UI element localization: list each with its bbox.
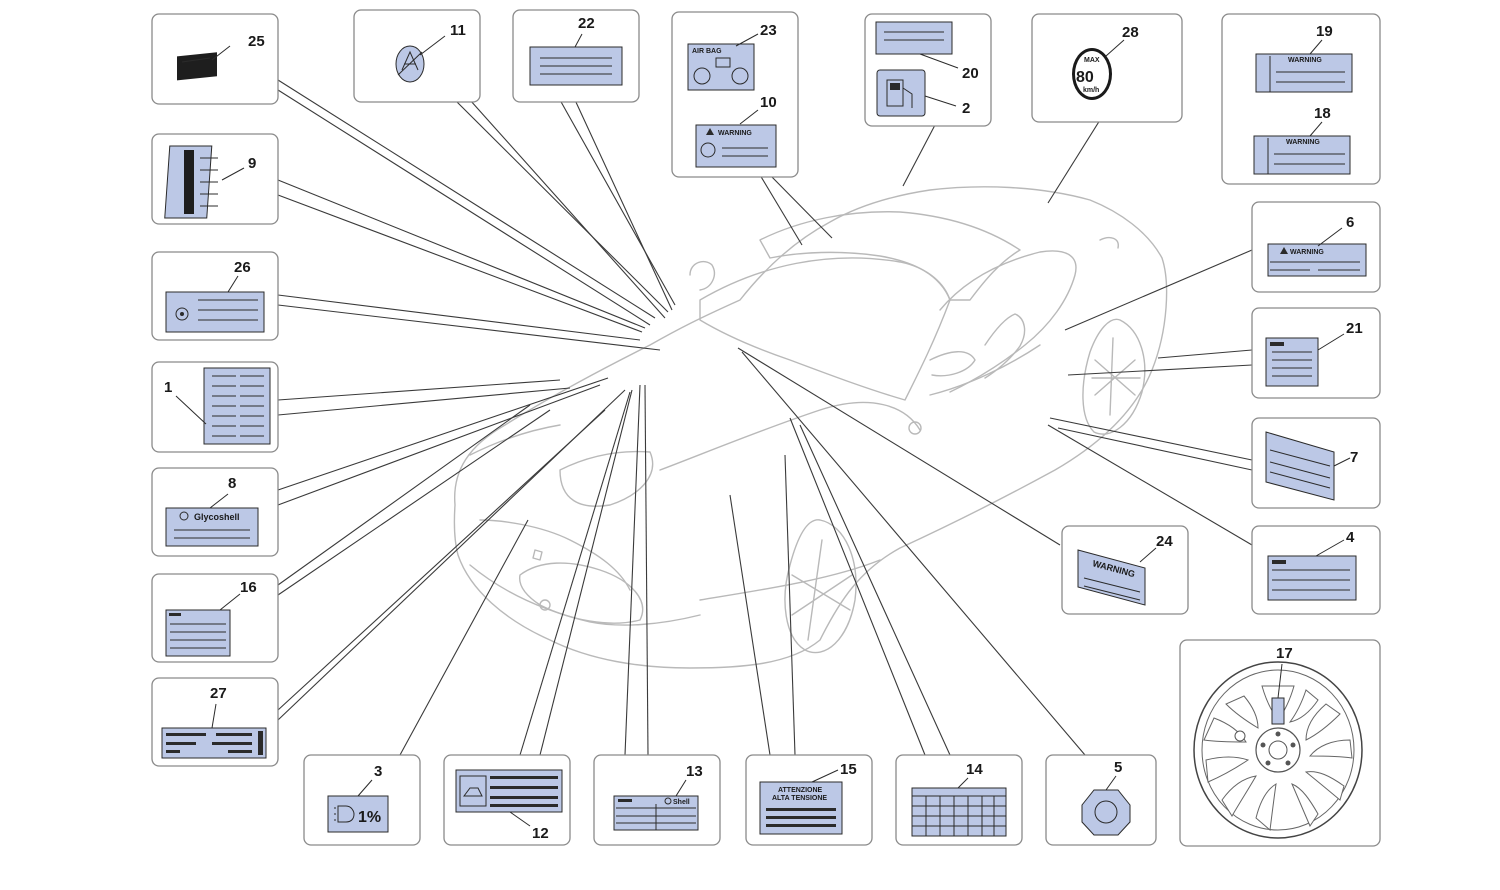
callout-number: 27 (210, 685, 227, 702)
callout-27[interactable]: 27 (151, 677, 279, 767)
callout-25[interactable]: 25 (151, 13, 279, 105)
svg-text:WARNING: WARNING (1290, 249, 1324, 256)
svg-text:ALTA TENSIONE: ALTA TENSIONE (772, 795, 827, 802)
callout-number: 8 (228, 475, 236, 492)
svg-text:WARNING: WARNING (1286, 139, 1320, 146)
callout-number: 1 (164, 379, 172, 396)
callout-15[interactable]: ATTENZIONE ALTA TENSIONE 15 (745, 754, 873, 846)
callout-number: 5 (1114, 759, 1122, 776)
svg-text:Glycoshell: Glycoshell (194, 512, 240, 522)
car-outline (453, 186, 1168, 669)
callout-number: 2 (962, 100, 970, 117)
svg-text:80: 80 (1076, 69, 1094, 86)
callout-11[interactable]: 11 (353, 9, 481, 103)
callout-number: 25 (248, 33, 265, 50)
svg-text:Shell: Shell (673, 799, 690, 806)
svg-text:AIR BAG: AIR BAG (692, 48, 722, 55)
callout-number: 14 (966, 761, 983, 778)
callout-number: 6 (1346, 214, 1354, 231)
callout-number: 10 (760, 94, 777, 111)
callout-number: 11 (450, 22, 466, 39)
callout-17[interactable]: 17 (1179, 639, 1381, 847)
callout-number: 22 (578, 15, 595, 32)
label-20: 20 (875, 21, 979, 82)
leader-lines (277, 79, 1253, 756)
label-2: 2 (876, 69, 970, 117)
callout-number: 15 (840, 761, 857, 778)
svg-text:ATTENZIONE: ATTENZIONE (778, 787, 823, 794)
callout-21[interactable]: 21 (1251, 307, 1381, 399)
svg-text:1%: 1% (358, 809, 381, 826)
callout-12[interactable]: 12 (443, 754, 571, 846)
svg-text:WARNING: WARNING (718, 130, 752, 137)
callout-22[interactable]: 22 (512, 9, 640, 103)
callout-4[interactable]: 4 (1251, 525, 1381, 615)
callout-number: 20 (962, 65, 979, 82)
callout-number: 19 (1316, 23, 1333, 40)
callout-5[interactable]: 5 (1045, 754, 1157, 846)
callout-7[interactable]: 7 (1251, 417, 1381, 509)
svg-text:MAX: MAX (1084, 57, 1100, 64)
callout-28[interactable]: MAX 80 km/h 28 (1031, 13, 1183, 123)
callout-number: 12 (532, 825, 549, 842)
callout-number: 17 (1276, 645, 1293, 662)
callout-number: 3 (374, 763, 382, 780)
callout-9[interactable]: 9 (151, 133, 279, 225)
callout-number: 4 (1346, 529, 1355, 546)
callout-8[interactable]: Glycoshell 8 (151, 467, 279, 557)
callout-14[interactable]: 14 (895, 754, 1023, 846)
callout-26[interactable]: 26 (151, 251, 279, 341)
callout-number: 13 (686, 763, 703, 780)
callout-number: 9 (248, 155, 256, 172)
callout-number: 24 (1156, 533, 1173, 550)
callout-13[interactable]: Shell 13 (593, 754, 721, 846)
callout-16[interactable]: 16 (151, 573, 279, 663)
callout-number: 21 (1346, 320, 1363, 337)
svg-text:km/h: km/h (1083, 87, 1099, 94)
label-10: WARNING 10 (695, 94, 777, 168)
label-23: AIR BAG 23 (687, 22, 777, 91)
label-19: WARNING 19 (1255, 23, 1353, 93)
callout-23-10[interactable]: AIR BAG 23 WARNING 10 (671, 11, 799, 178)
callout-3[interactable]: 1% 3 (303, 754, 421, 846)
callout-1[interactable]: 1 (151, 361, 279, 453)
callout-number: 26 (234, 259, 251, 276)
label-18: WARNING 18 (1253, 105, 1351, 175)
callout-24[interactable]: WARNING 24 (1061, 525, 1189, 615)
callout-number: 7 (1350, 449, 1358, 466)
callout-number: 16 (240, 579, 257, 596)
callout-number: 28 (1122, 24, 1139, 41)
svg-text:WARNING: WARNING (1288, 57, 1322, 64)
callout-20-2[interactable]: 20 2 (864, 13, 992, 127)
callout-19-18[interactable]: WARNING 19 WARNING 18 (1221, 13, 1381, 185)
callout-number: 23 (760, 22, 777, 39)
callout-6[interactable]: WARNING 6 (1251, 201, 1381, 293)
callout-number: 18 (1314, 105, 1331, 122)
